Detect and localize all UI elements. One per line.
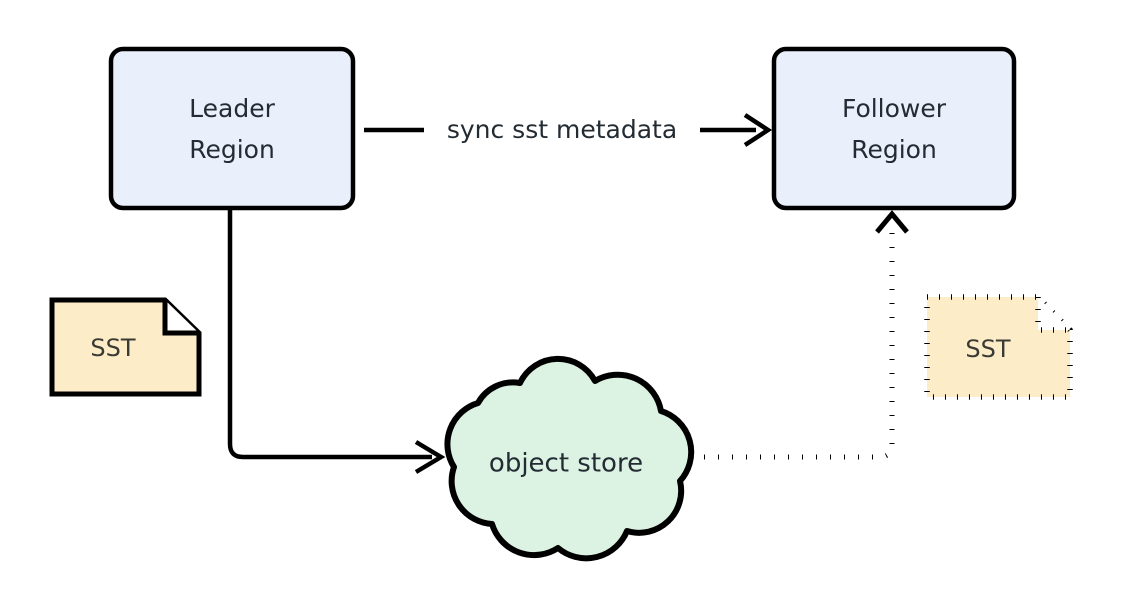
arrowhead-into-follower-region-sync	[743, 113, 773, 147]
node-follower-region[interactable]: Follower Region	[771, 46, 1017, 211]
leader-region-label-line1: Leader	[189, 94, 275, 123]
object-store-label: object store	[489, 449, 643, 479]
edge-object-store-to-follower	[690, 210, 909, 460]
node-sst-note-left[interactable]: SST	[49, 297, 202, 397]
leader-region-box[interactable]	[108, 46, 356, 211]
leader-region-label-line2: Region	[189, 135, 275, 164]
node-object-store[interactable]: object store	[444, 355, 695, 562]
object-store-cloud-shape[interactable]	[444, 355, 695, 562]
edge-line-object-store-follower	[690, 232, 895, 460]
node-leader-region[interactable]: Leader Region	[108, 46, 356, 211]
follower-region-label-line2: Region	[851, 135, 937, 164]
arrowhead-into-follower-region	[875, 210, 909, 234]
node-sst-note-right[interactable]: SST	[924, 294, 1073, 400]
edge-label-sync-sst-metadata: sync sst metadata	[447, 115, 677, 144]
sst-note-right-label: SST	[965, 335, 1010, 363]
sst-note-left-label: SST	[90, 334, 135, 362]
edge-leader-to-follower: sync sst metadata	[364, 113, 773, 147]
sst-note-right-body[interactable]	[924, 294, 1073, 400]
follower-region-label-line1: Follower	[842, 94, 947, 123]
follower-region-box[interactable]	[771, 46, 1017, 211]
sst-note-left-folded-corner	[162, 300, 199, 336]
sst-note-right-folded-corner	[1035, 297, 1070, 333]
arrowhead-into-object-store	[414, 440, 446, 474]
sst-note-left-body[interactable]	[49, 297, 202, 397]
edge-leader-to-object-store	[227, 210, 446, 474]
edge-line-leader-object-store	[227, 210, 432, 460]
